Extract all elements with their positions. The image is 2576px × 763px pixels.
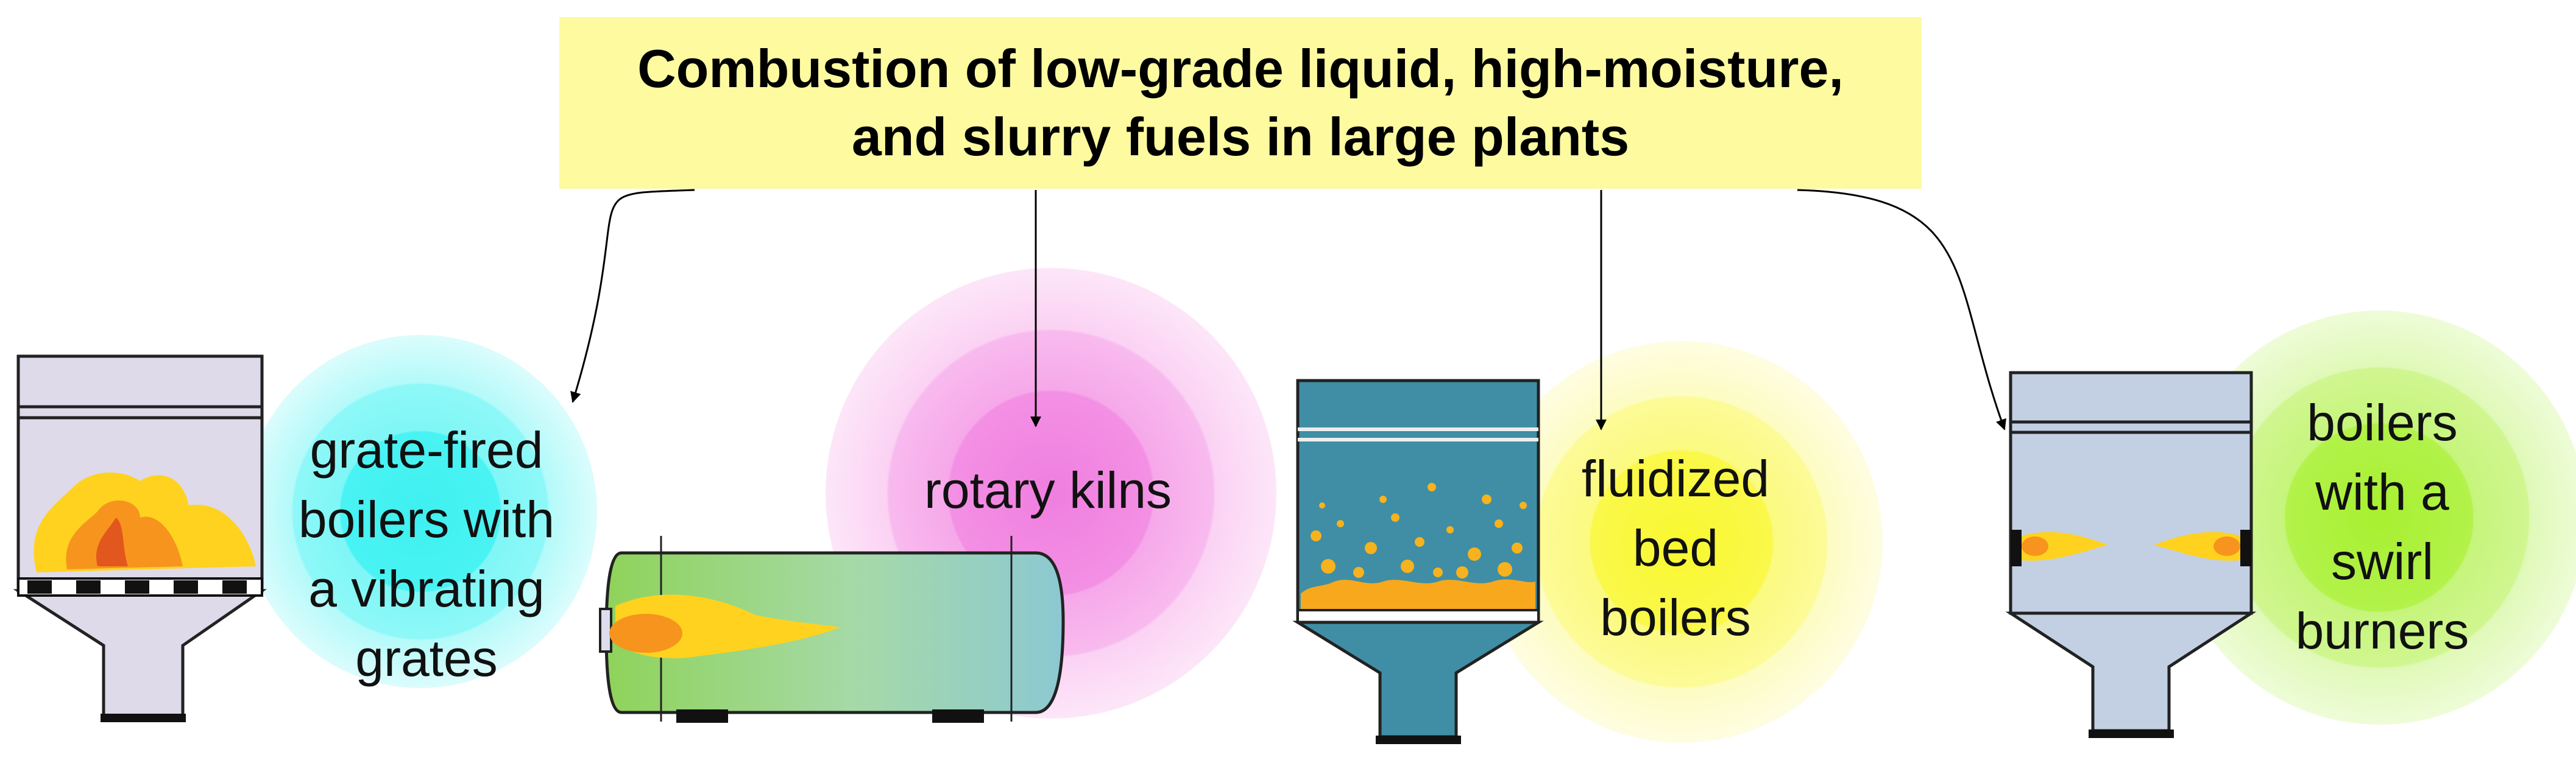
label-grate-fired-boilers: grate-fired boilers with a vibrating gra… — [298, 421, 555, 687]
glow-circle-grate — [244, 335, 597, 688]
swirl-boiler-illustration — [2005, 371, 2257, 738]
label-swirl-burner-boilers: boilers with a swirl burners — [2295, 394, 2469, 659]
glow-circle-fluid — [1481, 341, 1883, 743]
glow-circle-swirl — [2172, 311, 2576, 725]
title-line-1: Combustion of low-grade liquid, high-moi… — [637, 38, 1844, 99]
label-fluidized-bed-boilers: fluidized bed boilers — [1581, 450, 1770, 646]
grate-boiler-illustration — [13, 354, 267, 722]
fluidized-bed-boiler-illustration — [1292, 379, 1544, 744]
diagram-title: Combustion of low-grade liquid, high-moi… — [559, 17, 1922, 189]
connector-arrows — [570, 189, 2006, 431]
label-rotary-kilns: rotary kilns — [924, 462, 1172, 519]
rotary-kiln-illustration — [599, 536, 1065, 723]
title-line-2: and slurry fuels in large plants — [851, 107, 1630, 167]
